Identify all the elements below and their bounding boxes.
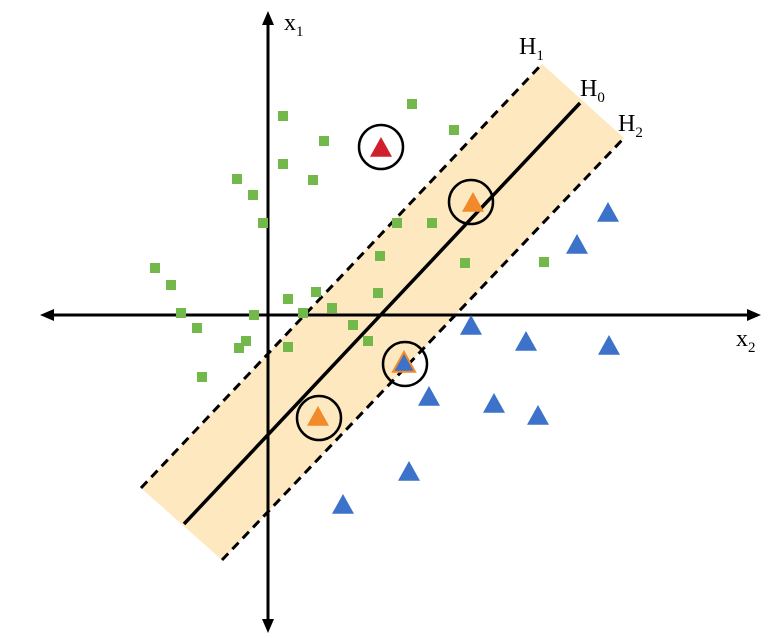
h1-label: H1	[519, 34, 544, 64]
class-a-square	[308, 175, 318, 185]
class-b-triangle	[515, 331, 537, 351]
x1-axis-bottom-arrow	[262, 619, 274, 633]
highlight-circle	[295, 394, 343, 442]
class-a-square	[241, 336, 251, 346]
hyperplane-h1	[139, 62, 544, 490]
class-a-square	[363, 336, 373, 346]
class-a-square	[539, 257, 549, 267]
x1-label: x1	[284, 10, 304, 40]
class-a-square	[427, 218, 437, 228]
x2-axis-right-arrow	[747, 309, 761, 321]
class-b-triangle	[460, 315, 482, 335]
class-b-triangle	[566, 234, 588, 254]
h2-label: H2	[618, 111, 643, 141]
class-a-square	[278, 111, 288, 121]
class-b-triangle	[332, 494, 354, 514]
class-a-square	[327, 303, 337, 313]
class-b-triangle	[483, 393, 505, 413]
class-a-square	[278, 159, 288, 169]
class-a-square	[234, 343, 244, 353]
support-vector-triangle	[462, 192, 484, 212]
highlight-circle	[381, 340, 429, 388]
class-a-square	[449, 125, 459, 135]
class-a-square	[283, 342, 293, 352]
class-b-triangle	[527, 405, 549, 425]
class-a-square	[232, 174, 242, 184]
support-vector-triangle	[307, 406, 329, 426]
class-a-square	[311, 287, 321, 297]
class-a-square	[150, 263, 160, 273]
outlier-triangle	[370, 137, 392, 157]
x2-axis-left-arrow	[40, 309, 54, 321]
class-a-square	[460, 258, 470, 268]
class-b-triangle	[598, 335, 620, 355]
class-a-points	[150, 99, 549, 382]
class-b-points	[307, 137, 620, 514]
class-b-triangle	[418, 386, 440, 406]
highlight-circle	[357, 123, 405, 171]
hyperplane-h2	[220, 136, 626, 562]
class-a-square	[375, 251, 385, 261]
class-a-square	[283, 294, 293, 304]
highlight-circles	[295, 123, 495, 442]
class-b-triangle	[398, 461, 420, 481]
class-a-square	[166, 280, 176, 290]
highlight-circle	[447, 178, 495, 226]
class-a-square	[192, 323, 202, 333]
h0-label: H0	[580, 76, 605, 106]
class-a-square	[176, 308, 186, 318]
class-a-square	[373, 288, 383, 298]
class-a-square	[407, 99, 417, 109]
x1-axis-top-arrow	[262, 11, 274, 25]
class-a-square	[348, 320, 358, 330]
class-a-square	[258, 218, 268, 228]
class-a-square	[319, 136, 329, 146]
class-a-square	[249, 310, 259, 320]
support-vector-triangle	[391, 349, 417, 373]
class-a-square	[392, 218, 402, 228]
class-a-square	[298, 308, 308, 318]
class-a-square	[197, 372, 207, 382]
class-a-square	[248, 190, 258, 200]
hyperplane-h0	[182, 101, 582, 526]
class-b-triangle	[597, 202, 619, 222]
x2-label: x2	[736, 326, 756, 356]
